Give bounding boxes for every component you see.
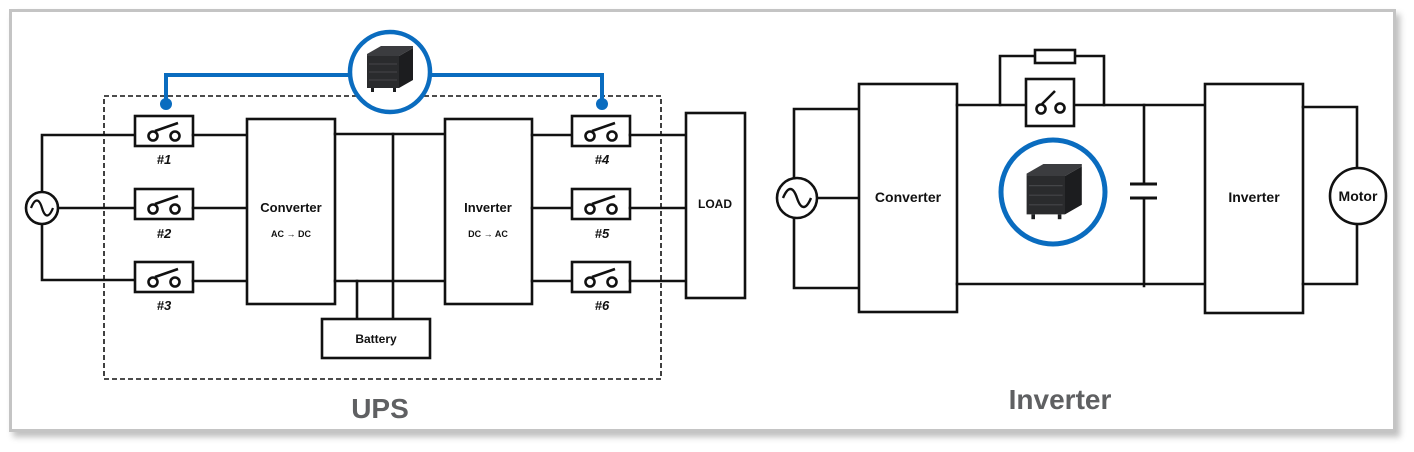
converter-label: Converter	[875, 189, 942, 205]
ups-converter-block	[245, 117, 337, 306]
switch-1	[133, 114, 195, 148]
resistor-icon	[1033, 48, 1077, 65]
switch-2	[133, 187, 195, 221]
battery-label: Battery	[355, 332, 397, 346]
ac-source-icon	[24, 190, 60, 226]
relay-connection-dot-4	[596, 98, 608, 110]
switch-6	[570, 260, 632, 294]
ups-inverter-label: Inverter	[464, 200, 512, 215]
switch-label-2: #2	[157, 226, 172, 241]
motor-icon	[1328, 166, 1388, 226]
ups-converter-label: Converter	[260, 200, 321, 215]
ups-boundary	[103, 95, 662, 380]
switch-label-5: #5	[595, 226, 610, 241]
converter-block	[857, 82, 959, 314]
ups-converter-sub: AC → DC	[271, 229, 311, 239]
ups-diagram: #1 #2 #3 Converter AC → DC Battery Inver…	[24, 29, 747, 424]
switch-label-1: #1	[157, 152, 171, 167]
ups-inverter-block	[443, 117, 534, 306]
ups-inverter-sub: DC → AC	[468, 229, 508, 239]
switch-4	[570, 114, 632, 148]
inverter-diagram: Converter Inverter	[775, 48, 1388, 415]
load-label: LOAD	[698, 197, 732, 211]
ups-title: UPS	[351, 393, 409, 424]
inverter-block	[1203, 82, 1305, 315]
relay-connection-dot-1	[160, 98, 172, 110]
switch-label-3: #3	[157, 298, 172, 313]
switch-label-4: #4	[595, 152, 610, 167]
switch-label-6: #6	[595, 298, 610, 313]
capacitor-icon	[1130, 103, 1157, 288]
inverter-label: Inverter	[1228, 189, 1280, 205]
motor-label: Motor	[1339, 188, 1378, 204]
inverter-title: Inverter	[1009, 384, 1112, 415]
relay-icon	[998, 137, 1108, 247]
battery-block	[320, 317, 432, 360]
switch-3	[133, 260, 195, 294]
ac-source-icon	[775, 176, 819, 220]
load-block	[684, 111, 747, 300]
switch-5	[570, 187, 632, 221]
precharge-switch	[1024, 77, 1076, 128]
relay-icon	[347, 29, 433, 115]
